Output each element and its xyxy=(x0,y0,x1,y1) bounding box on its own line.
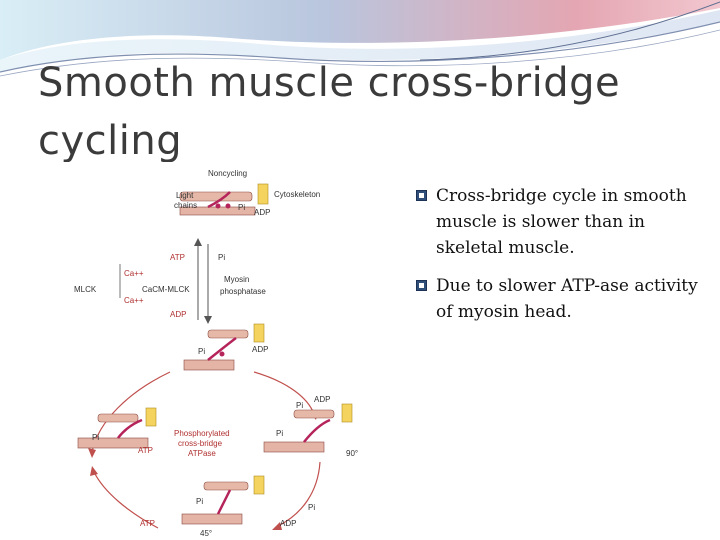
svg-text:Pi: Pi xyxy=(92,433,99,442)
label-noncycling: Noncycling xyxy=(208,169,247,178)
svg-text:Pi: Pi xyxy=(238,203,245,212)
header-swoosh-decoration xyxy=(0,0,720,77)
label-mlck: MLCK xyxy=(74,285,97,294)
label-adp-bottom: ADP xyxy=(280,519,296,528)
svg-text:Pi: Pi xyxy=(276,429,283,438)
svg-text:Ca++: Ca++ xyxy=(124,296,144,305)
label-angle-90: 90° xyxy=(346,449,358,458)
svg-text:Pi: Pi xyxy=(198,347,205,356)
square-bullet-icon xyxy=(416,280,427,291)
svg-text:Pi: Pi xyxy=(296,401,303,410)
label-atp-bottom: ATP xyxy=(140,519,155,528)
bullet-item: Cross-bridge cycle in smooth muscle is s… xyxy=(414,183,714,261)
bullet-list: Cross-bridge cycle in smooth muscle is s… xyxy=(414,183,714,337)
bullet-text: Due to slower ATP-ase activity of myosin… xyxy=(436,276,698,322)
svg-text:ADP: ADP xyxy=(314,395,330,404)
label-cacm-mlck: CaCM-MLCK xyxy=(142,285,190,294)
svg-text:ADP: ADP xyxy=(254,208,270,217)
cytoskeleton-anchor xyxy=(257,183,269,205)
svg-text:Pi: Pi xyxy=(218,253,225,262)
label-adp-top: ADP xyxy=(170,310,186,319)
label-cytoskeleton: Cytoskeleton xyxy=(274,190,320,199)
bullet-item: Due to slower ATP-ase activity of myosin… xyxy=(414,273,714,325)
label-atp-top: ATP xyxy=(170,253,185,262)
svg-text:Ca++: Ca++ xyxy=(124,269,144,278)
bullet-text: Cross-bridge cycle in smooth muscle is s… xyxy=(436,186,687,258)
square-bullet-icon xyxy=(416,190,427,201)
svg-text:Pi: Pi xyxy=(308,503,315,512)
svg-text:ATP: ATP xyxy=(138,446,153,455)
svg-text:Pi: Pi xyxy=(196,497,203,506)
svg-text:ADP: ADP xyxy=(252,345,268,354)
label-angle-45: 45° xyxy=(200,529,212,538)
actin-filament xyxy=(179,191,253,202)
slide-title: Smooth muscle cross-bridge cycling xyxy=(38,60,621,164)
